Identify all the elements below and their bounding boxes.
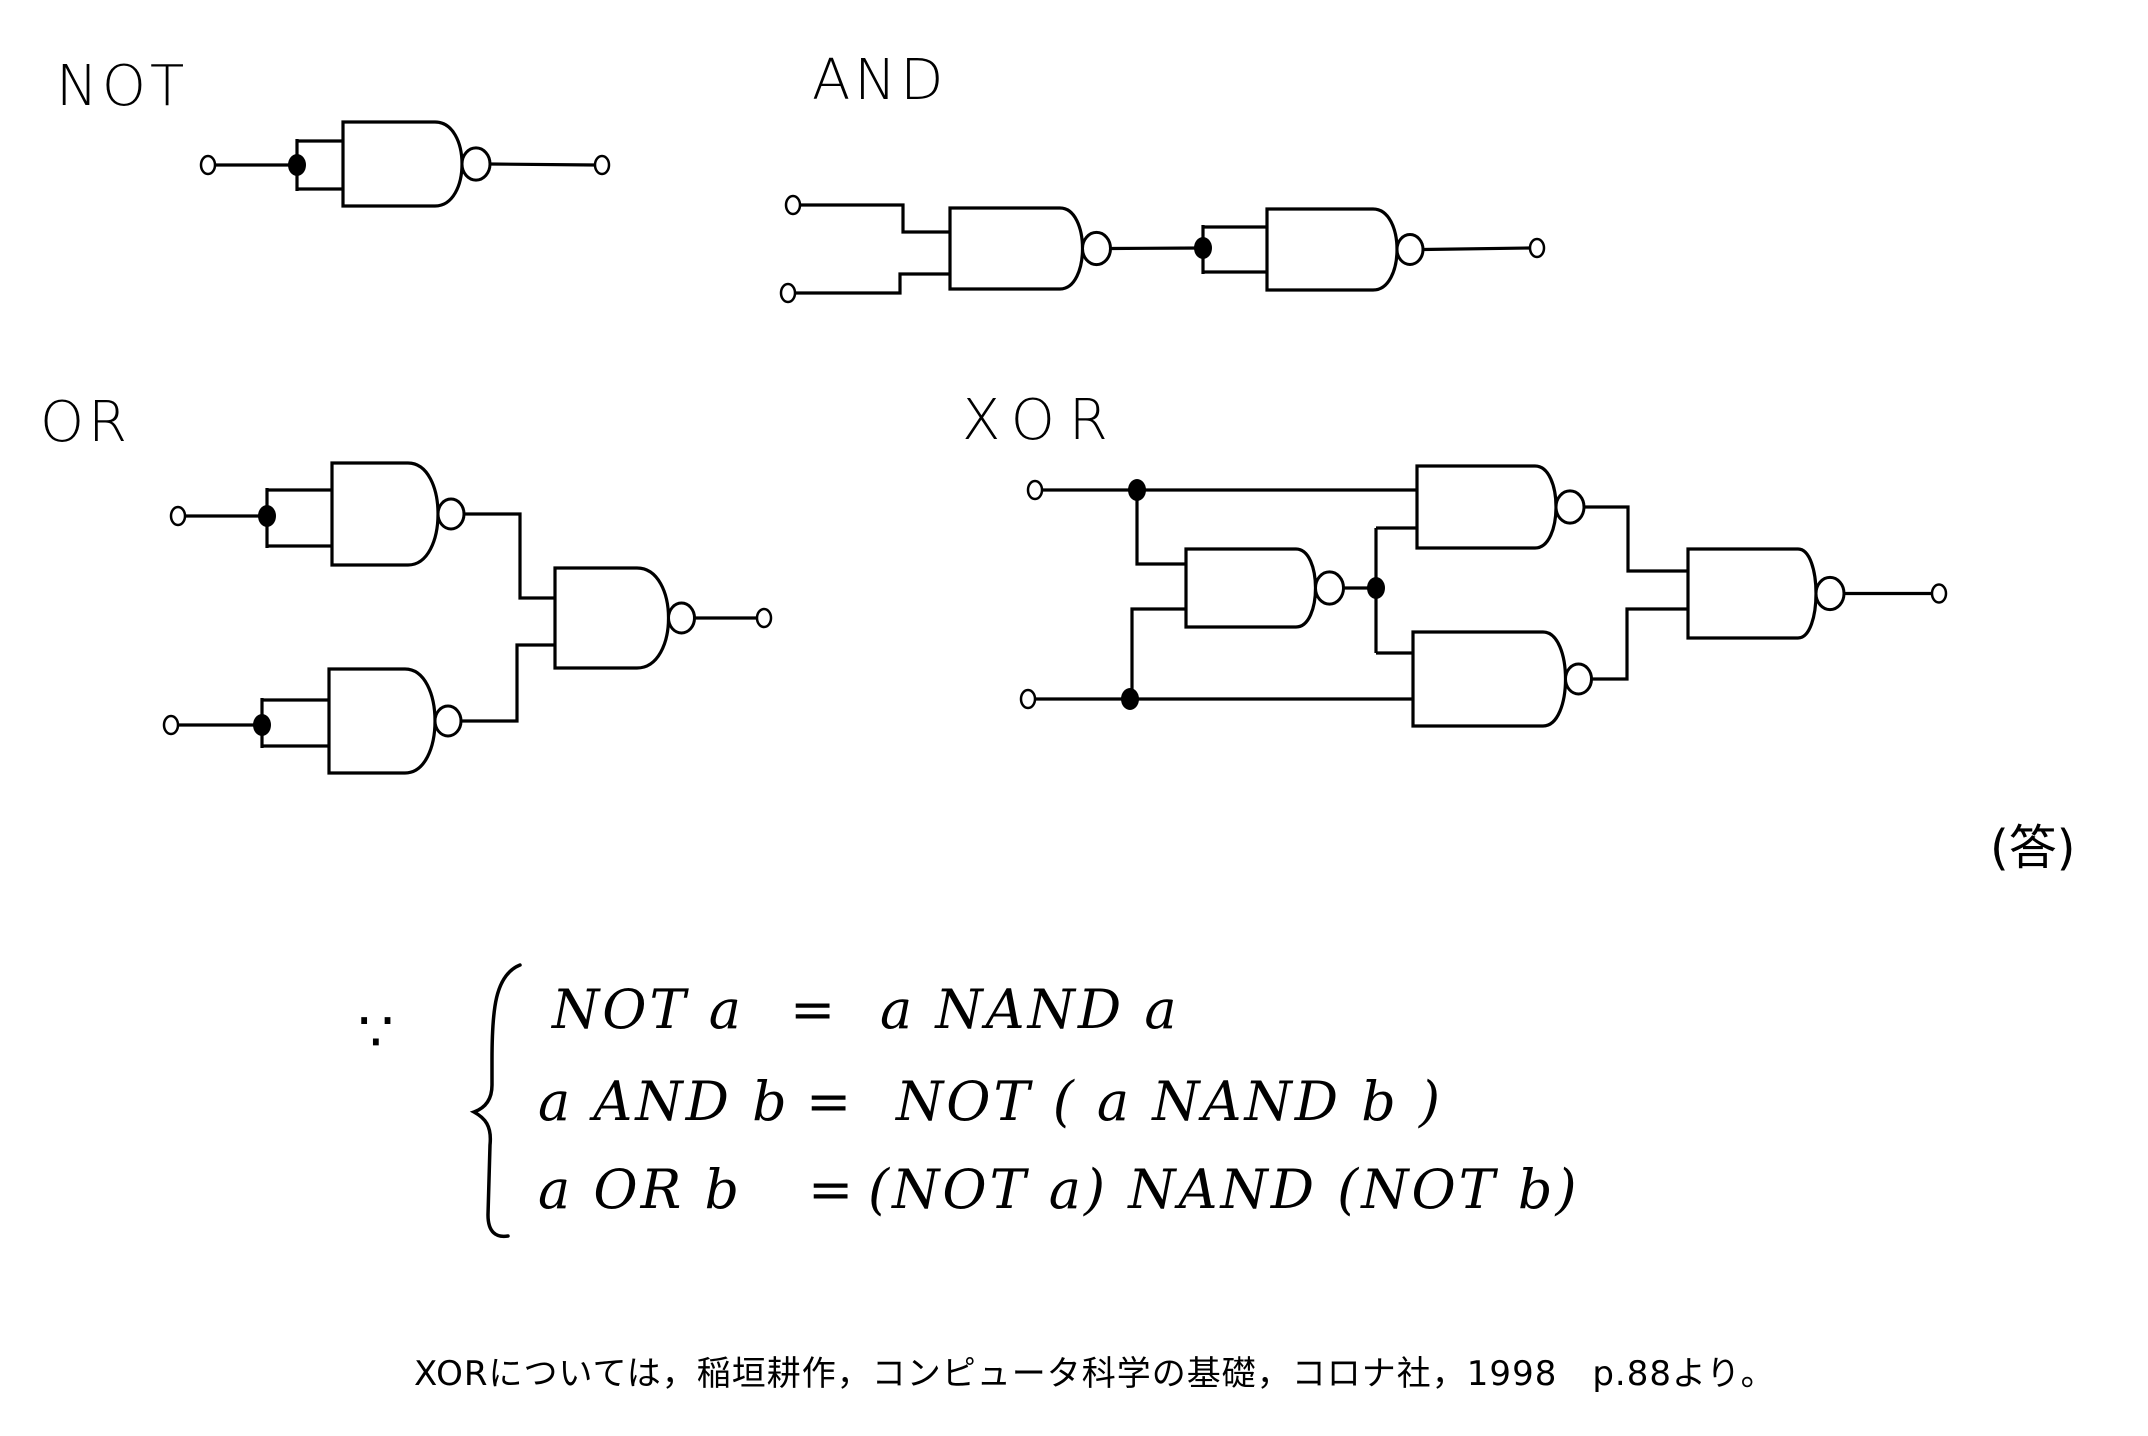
nand-gate [1411,630,1593,728]
not-label: NOT [56,54,189,119]
equation-not-rhs: a NAND a [880,978,1180,1041]
inversion-bubble [1081,230,1112,267]
equation-and-rhs: NOT ( a NAND b ) [896,1070,1444,1133]
nand-gate-body [1686,547,1818,640]
output-terminal [593,154,611,176]
inversion-bubble [1395,233,1425,266]
nand-gate-body [341,120,464,208]
wire [464,512,555,600]
wire [800,203,950,234]
inversion-bubble [436,497,466,531]
or-label: OR [40,390,131,455]
nand-gate [341,120,492,208]
inversion-bubble [433,704,463,738]
output-terminal [1528,237,1546,259]
xor-label: XOR [962,388,1122,453]
wire [1130,607,1186,699]
junction-dot [288,154,306,176]
equation-and-equals: = [806,1070,855,1133]
input-terminal-a [169,505,187,527]
wire [1584,505,1688,573]
output-terminal [755,607,773,629]
inversion-bubble [1554,489,1586,525]
nand-gate-body [1415,464,1558,550]
equation-brace [469,963,522,1239]
inversion-bubble [1814,575,1846,612]
nand-gate-body [948,206,1085,291]
not-circuit [199,120,611,208]
xor-circuit [1019,464,1948,728]
nand-gate-body [1265,207,1399,292]
because-symbol: ∵ [358,1000,394,1065]
equation-not-equals: = [790,978,839,1041]
inversion-bubble [460,146,492,182]
nand-gate-body [1411,630,1567,728]
wire [1110,246,1204,251]
nand-gate [1265,207,1425,292]
nand-gate [1415,464,1586,550]
nand-gate [330,461,466,567]
junction-dot-a [1128,479,1146,501]
junction-dot [258,505,276,527]
nand-gate [1686,547,1846,640]
junction-dot [1194,237,1212,259]
nand-gate [553,566,696,670]
wire [1591,607,1688,681]
equation-and-lhs: a AND b [538,1070,790,1133]
input-terminal-b [779,282,797,304]
nand-gate [327,667,463,775]
nand-gate [1184,547,1345,629]
or-circuit [162,461,773,775]
junction-dot [253,714,271,736]
footnote-reference: XORについては，稲垣耕作，コンピュータ科学の基礎，コロナ社，1998 p.88… [414,1354,1776,1394]
inversion-bubble [1564,662,1593,696]
equation-or-rhs: (NOT a) NAND (NOT b) [868,1158,1580,1221]
input-terminal-b [1019,688,1037,710]
answer-mark: (答) [1990,820,2076,876]
input-terminal [199,154,217,176]
wire [489,162,596,167]
equation-not-lhs: NOT a [552,978,744,1041]
junction-dot-b [1121,688,1139,710]
wire [1135,490,1186,566]
nand-gate-body [553,566,671,670]
input-terminal-a [1026,479,1044,501]
wire [461,643,555,723]
nand-gate-body [1184,547,1318,629]
and-circuit [779,194,1546,304]
equation-or-lhs: a OR b [538,1158,743,1221]
output-terminal [1930,583,1948,604]
nand-gate [948,206,1112,291]
junction-dot-c [1367,577,1385,599]
nand-gate-body [327,667,437,775]
inversion-bubble [1314,570,1345,606]
wire [795,272,950,295]
inversion-bubble [667,601,696,635]
and-label: AND [812,48,948,113]
input-terminal-b [162,714,180,736]
nand-gate-body [330,461,440,567]
equation-or-equals: = [808,1158,857,1221]
wire [1422,246,1531,252]
input-terminal-a [784,194,802,216]
